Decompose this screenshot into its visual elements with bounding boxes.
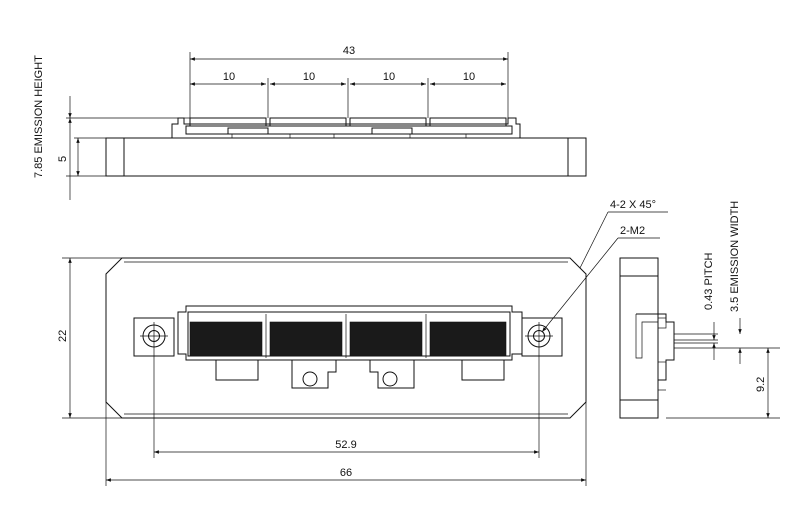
dim-pitch-4: 10	[463, 71, 475, 83]
mount-hole-right	[521, 317, 563, 357]
dim-side-height: 9.2	[755, 377, 767, 392]
side-view: 0.43 PITCH 3.5 EMISSION WIDTH 9.2	[619, 201, 780, 419]
plan-view: 22 52.9 66 4-2 X 45° 2-M2	[57, 199, 668, 486]
dim-width: 22	[57, 330, 69, 342]
dim-pitch: 0.43 PITCH	[703, 252, 715, 310]
dim-overall-top: 43	[343, 45, 355, 57]
emitter-bar-1	[189, 321, 263, 357]
dim-emission-width: 3.5 EMISSION WIDTH	[729, 201, 741, 312]
emitter-bar-3	[349, 321, 423, 357]
dim-body-height: 5	[57, 156, 69, 162]
dim-pitch-2: 10	[303, 71, 315, 83]
label-chamfer: 4-2 X 45°	[610, 199, 656, 211]
dim-pitch-3: 10	[383, 71, 395, 83]
label-mount-holes: 2-M2	[620, 225, 645, 237]
dim-pitch-1: 10	[223, 71, 235, 83]
dim-emission-height: 7.85 EMISSION HEIGHT	[33, 55, 45, 178]
dim-hole-spacing: 52.9	[335, 439, 356, 451]
front-elevation-view: 43 10 10 10 10 7.85 EMISSION HEIGHT 5	[33, 45, 587, 200]
emitter-bar-2	[269, 321, 343, 357]
emitter-bar-4	[429, 321, 507, 357]
dim-overall-length: 66	[340, 467, 352, 479]
